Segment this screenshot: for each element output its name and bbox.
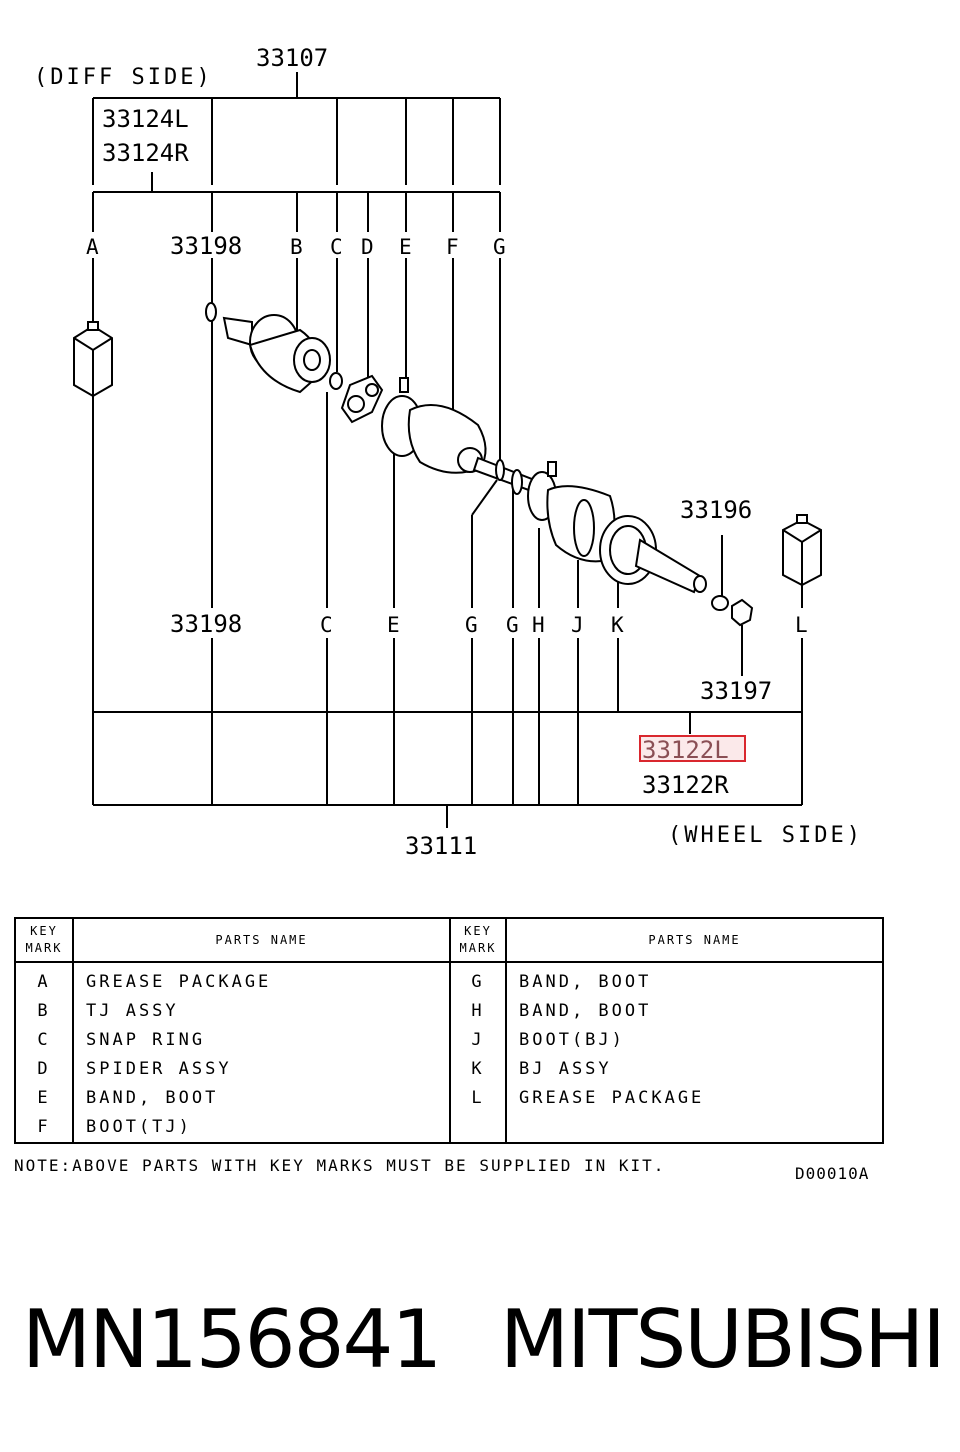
exploded-parts-diagram: (DIFF SIDE) 33107 33124L 33124R 33198 A … <box>34 44 863 860</box>
key-mark-d: D <box>361 235 374 259</box>
kit-note: NOTE:ABOVE PARTS WITH KEY MARKS MUST BE … <box>14 1156 666 1175</box>
parts-name-header: PARTS NAME <box>505 918 884 963</box>
snap-ring-icon <box>205 302 217 322</box>
key-mark-cell: C <box>14 1025 74 1055</box>
part-name-cell: SNAP RING <box>72 1025 451 1055</box>
key-mark-c-bottom: C <box>320 613 333 637</box>
brand-caption: MITSUBISHI <box>500 1293 946 1386</box>
key-mark-h: H <box>532 613 545 637</box>
key-mark-g: G <box>493 235 506 259</box>
part-number-33198-top: 33198 <box>170 232 242 260</box>
part-number-33122r: 33122R <box>642 771 729 799</box>
key-mark-cell: A <box>14 962 74 997</box>
part-number-33124r: 33124R <box>102 139 189 167</box>
part-number-33124l: 33124L <box>102 105 189 133</box>
key-mark-l: L <box>795 613 808 637</box>
key-mark-cell: E <box>14 1083 74 1113</box>
part-name-cell <box>505 1112 884 1143</box>
part-name-cell: GREASE PACKAGE <box>72 962 451 997</box>
boot-bj-icon <box>546 485 616 563</box>
leader-lines <box>92 72 803 828</box>
key-mark-cell <box>449 1112 507 1143</box>
key-mark-cell: F <box>14 1112 74 1143</box>
key-mark-a: A <box>86 235 99 259</box>
nut-icon <box>731 598 754 627</box>
key-mark-cell: J <box>449 1025 507 1055</box>
washer-icon <box>711 595 729 611</box>
shaft-assembly-drawing <box>73 302 822 627</box>
part-number-33196: 33196 <box>680 496 752 524</box>
part-number-33111: 33111 <box>405 832 477 860</box>
key-mark-cell: K <box>449 1054 507 1084</box>
part-number-33197: 33197 <box>700 677 772 705</box>
part-name-cell: BAND, BOOT <box>505 996 884 1026</box>
grease-package-left-icon <box>73 321 113 398</box>
spider-icon <box>340 374 384 424</box>
key-mark-f: F <box>446 235 459 259</box>
boot-tj-icon <box>407 404 487 474</box>
key-mark-e: E <box>399 235 412 259</box>
key-mark-e-bottom: E <box>387 613 400 637</box>
table-row: D SPIDER ASSY K BJ ASSY <box>14 1054 884 1084</box>
key-mark-k: K <box>611 613 624 637</box>
tj-housing-icon <box>222 314 331 394</box>
bj-assy-icon <box>599 515 707 594</box>
key-mark-cell: G <box>449 962 507 997</box>
footer-caption: MN156841 MITSUBISHI <box>0 1290 960 1390</box>
table-row: B TJ ASSY H BAND, BOOT <box>14 996 884 1026</box>
part-number-33198-bottom: 33198 <box>170 610 242 638</box>
highlight-box <box>639 735 746 762</box>
grease-package-right-icon <box>782 514 822 587</box>
part-name-cell: SPIDER ASSY <box>72 1054 451 1084</box>
table-row: C SNAP RING J BOOT(BJ) <box>14 1025 884 1055</box>
part-number-caption: MN156841 <box>22 1293 442 1386</box>
table-row: A GREASE PACKAGE G BAND, BOOT <box>14 962 884 997</box>
table-row: E BAND, BOOT L GREASE PACKAGE <box>14 1083 884 1113</box>
wheel-side-label: (WHEEL SIDE) <box>668 823 863 848</box>
key-mark-cell: D <box>14 1054 74 1084</box>
part-number-33107: 33107 <box>256 44 328 72</box>
diagram-ref-code: D00010A <box>795 1164 870 1183</box>
parts-name-header: PARTS NAME <box>72 918 451 963</box>
snap-ring-c-icon <box>329 372 343 390</box>
part-name-cell: BOOT(BJ) <box>505 1025 884 1055</box>
key-mark-g-bottom-1: G <box>465 613 478 637</box>
diff-side-label: (DIFF SIDE) <box>34 65 213 90</box>
key-mark-c: C <box>330 235 343 259</box>
key-mark-g-bottom-2: G <box>506 613 519 637</box>
part-name-cell: TJ ASSY <box>72 996 451 1026</box>
key-mark-b: B <box>290 235 303 259</box>
part-name-cell: BAND, BOOT <box>72 1083 451 1113</box>
key-mark-cell: B <box>14 996 74 1026</box>
part-name-cell: BOOT(TJ) <box>72 1112 451 1143</box>
table-row: F BOOT(TJ) <box>14 1112 884 1143</box>
part-name-cell: BJ ASSY <box>505 1054 884 1084</box>
key-mark-cell: H <box>449 996 507 1026</box>
key-mark-cell: L <box>449 1083 507 1113</box>
part-name-cell: BAND, BOOT <box>505 962 884 997</box>
part-number-33122l[interactable]: 33122L <box>642 736 729 764</box>
part-name-cell: GREASE PACKAGE <box>505 1083 884 1113</box>
key-mark-j: J <box>571 613 584 637</box>
